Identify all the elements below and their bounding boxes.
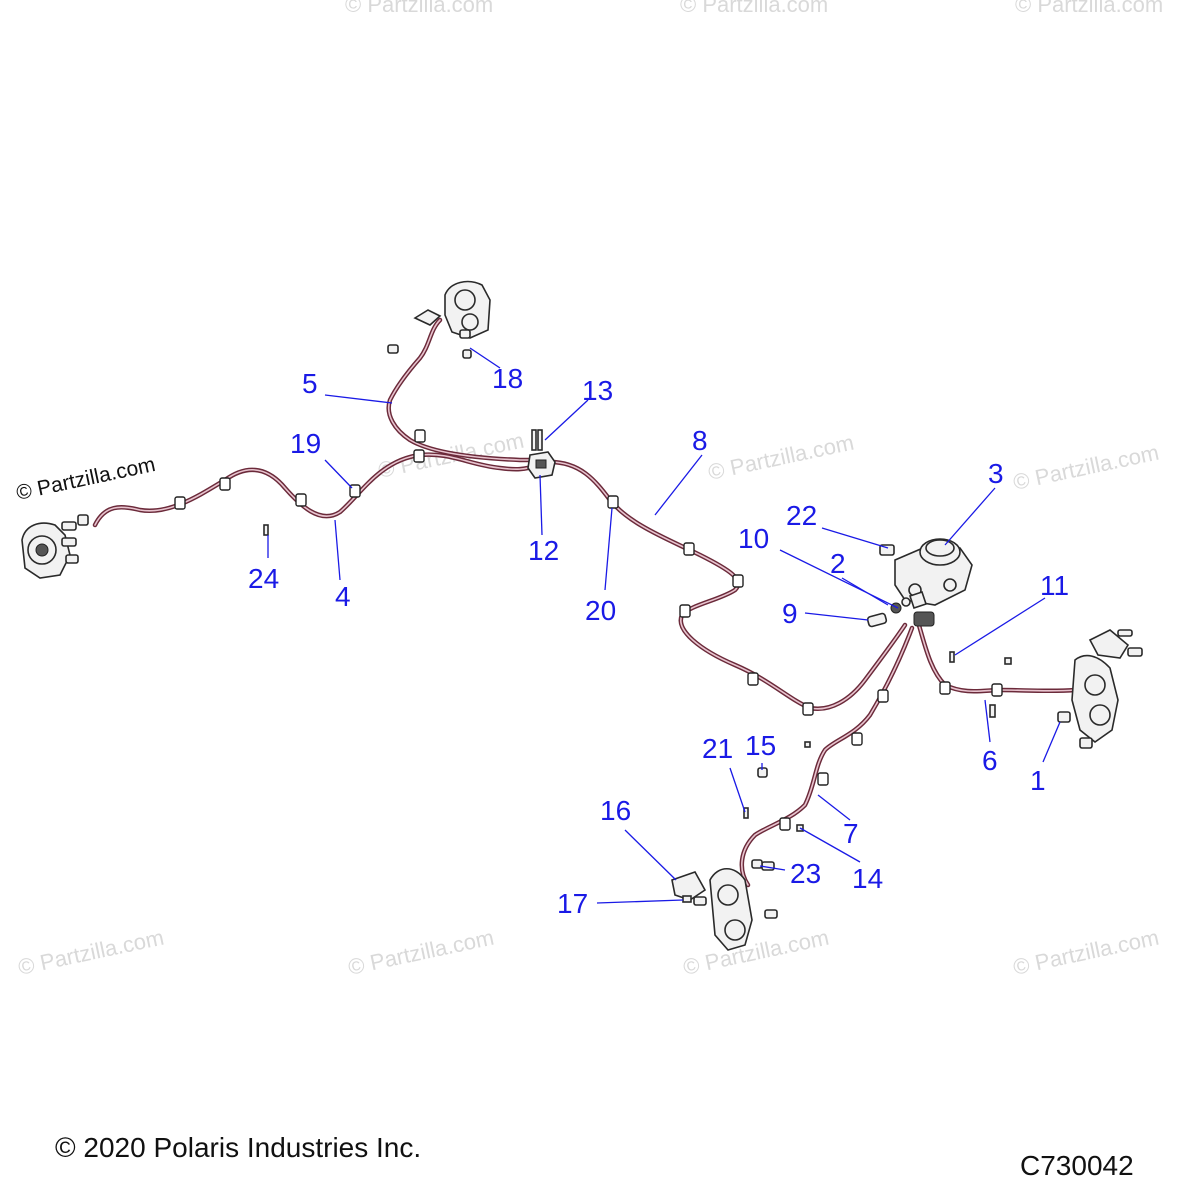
callout-18: 18	[492, 363, 523, 394]
leader-lines	[267, 347, 1061, 904]
callout-19: 19	[290, 428, 321, 459]
callout-3: 3	[988, 458, 1004, 489]
copyright-notice: © 2020 Polaris Industries Inc.	[55, 1132, 422, 1163]
callout-23: 23	[790, 858, 821, 889]
callout-22: 22	[786, 500, 817, 531]
diagram-code: C730042	[1020, 1150, 1134, 1181]
callout-13: 13	[582, 375, 613, 406]
callout-12: 12	[528, 535, 559, 566]
watermark: © Partzilla.com	[1011, 925, 1161, 980]
master-cylinder	[879, 538, 973, 606]
callout-1: 1	[1030, 765, 1046, 796]
callout-14: 14	[852, 863, 883, 894]
small-fasteners	[263, 349, 1012, 903]
watermark: © Partzilla.com	[706, 430, 856, 485]
callout-7: 7	[843, 818, 859, 849]
callout-20: 20	[585, 595, 616, 626]
callout-21: 21	[702, 733, 733, 764]
callout-11: 11	[1040, 570, 1069, 601]
callout-5: 5	[302, 368, 318, 399]
watermark: © Partzilla.com	[346, 925, 496, 980]
watermark-layer: © Partzilla.com © Partzilla.com © Partzi…	[16, 0, 1163, 980]
callout-labels: 1 2 3 4 5 6 7 8 9 10 11 12 13 14 15 16 1…	[248, 363, 1069, 919]
callout-16: 16	[600, 795, 631, 826]
callout-2: 2	[830, 548, 846, 579]
watermark: © Partzilla.com	[1015, 0, 1163, 17]
callout-10: 10	[738, 523, 769, 554]
watermark: © Partzilla.com	[680, 0, 828, 17]
watermark: © Partzilla.com	[681, 925, 831, 980]
callout-17: 17	[557, 888, 588, 919]
callout-6: 6	[982, 745, 998, 776]
bolt-13	[531, 429, 543, 451]
partzilla-credit: © Partzilla.com	[14, 453, 157, 505]
right-brake-caliper	[1057, 629, 1143, 749]
callout-9: 9	[782, 598, 798, 629]
callout-15: 15	[745, 730, 776, 761]
callout-8: 8	[692, 425, 708, 456]
top-brake-caliper	[387, 280, 491, 354]
callout-4: 4	[335, 581, 351, 612]
callout-24: 24	[248, 563, 279, 594]
brake-switch-assembly	[866, 590, 935, 628]
watermark: © Partzilla.com	[345, 0, 493, 17]
left-brake-caliper	[21, 514, 89, 579]
watermark: © Partzilla.com	[1011, 440, 1161, 495]
bottom-brake-caliper	[671, 861, 778, 951]
watermark: © Partzilla.com	[16, 925, 166, 980]
junction-block	[527, 451, 556, 479]
line-clips	[174, 429, 1003, 831]
